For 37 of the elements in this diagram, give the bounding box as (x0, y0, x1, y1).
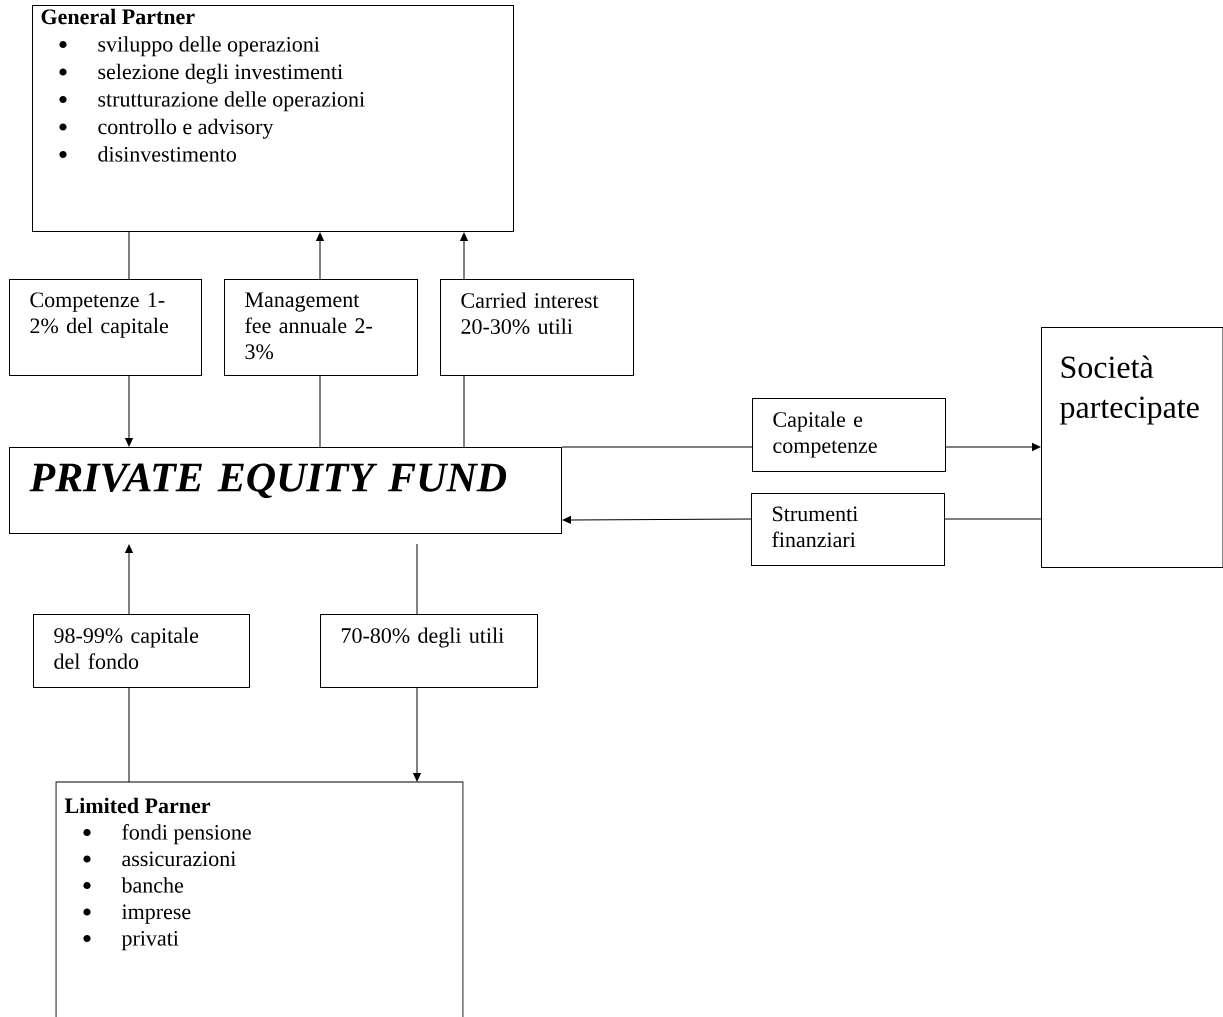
connector-line (944, 518, 1042, 520)
flow-label-box: Capitale e competenze (752, 398, 946, 472)
list-item: fondi pensione (122, 824, 251, 845)
box-heading: General Partner (41, 8, 195, 25)
company-box: Società partecipate (1041, 327, 1223, 568)
connector-line (416, 543, 418, 615)
fund-box: PRIVATE EQUITY FUND (9, 447, 562, 534)
flow-label-box: Competenze 1-2% del capitale (9, 279, 202, 376)
flow-label-box: Carried interest 20-30% utili (440, 279, 634, 376)
list-item: selezione degli investimenti (98, 63, 343, 84)
list-item: sviluppo delle operazioni (98, 36, 320, 57)
flow-label-box: Management fee annuale 2-3% (224, 279, 418, 376)
list-item: assicurazioni (122, 851, 236, 867)
arrow (125, 544, 133, 615)
box-heading: Limited Parner (64, 797, 211, 814)
group-box (55, 781, 464, 1017)
flow-label-box: 98-99% capitale del fondo (33, 614, 250, 688)
arrow (562, 516, 752, 524)
arrow (945, 443, 1041, 451)
connector-line (319, 375, 321, 448)
arrow (413, 687, 421, 782)
flow-label-box: Strumenti finanziari (751, 493, 945, 566)
arrow (316, 232, 324, 280)
group-box (32, 5, 514, 232)
connector-line (561, 446, 753, 448)
list-item: strutturazione delle operazioni (98, 91, 365, 112)
arrow (125, 375, 133, 447)
connector-line (128, 231, 130, 280)
flow-label-box: 70-80% degli utili (320, 614, 538, 688)
connector-line (128, 687, 130, 783)
list-item: privati (121, 930, 179, 951)
list-item: banche (121, 877, 184, 893)
connector-line (463, 375, 465, 448)
arrow (460, 232, 468, 280)
list-item: disinvestimento (98, 146, 236, 162)
list-item: imprese (121, 904, 191, 924)
list-item: controllo e advisory (98, 118, 274, 139)
